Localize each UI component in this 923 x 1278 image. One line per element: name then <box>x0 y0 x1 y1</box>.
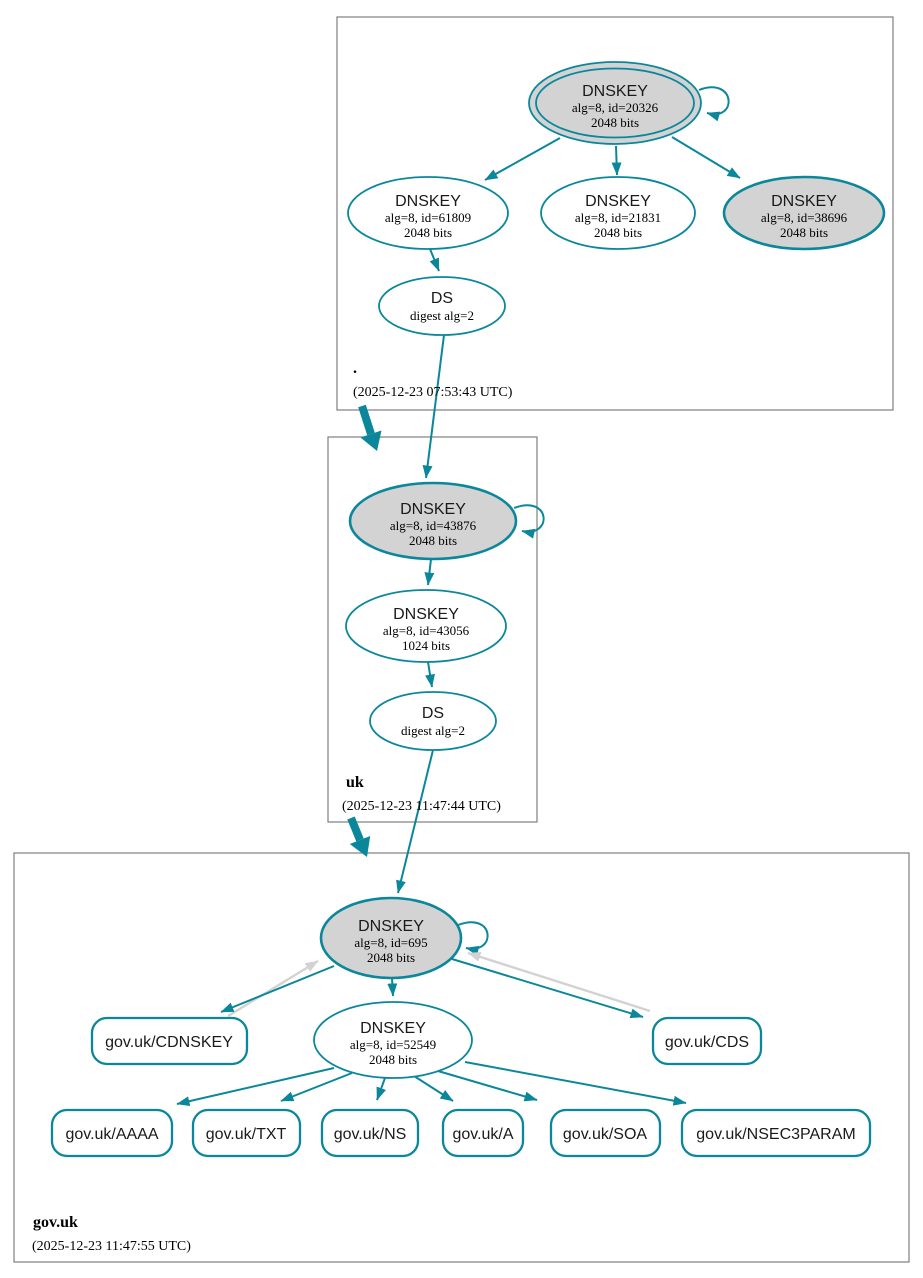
node-govuk-ksk-695[interactable]: DNSKEY alg=8, id=695 2048 bits <box>319 896 463 980</box>
zone-label-uk: uk <box>346 774 364 791</box>
node-root-ds[interactable]: DS digest alg=2 <box>378 276 506 336</box>
edge-zsk-to-aaaa <box>176 1067 335 1107</box>
rrset-label: gov.uk/SOA <box>563 1126 648 1143</box>
edge-cdnskey-to-ksk-gray <box>227 959 319 1018</box>
node-digest: digest alg=2 <box>401 723 465 738</box>
node-digest: digest alg=2 <box>410 308 474 323</box>
edge-root-ksk-selfloop <box>698 86 730 122</box>
node-title: DNSKEY <box>358 918 424 935</box>
node-govuk-nsec3param[interactable]: gov.uk/NSEC3PARAM <box>680 1108 872 1158</box>
edge-govuk-ksk-selfloop <box>457 921 489 956</box>
zone-label-govuk: gov.uk <box>33 1214 78 1231</box>
node-alg: alg=8, id=38696 <box>761 210 848 225</box>
node-alg: alg=8, id=61809 <box>385 210 471 225</box>
node-root-ksk-20326[interactable]: DNSKEY alg=8, id=20326 2048 bits <box>528 61 702 145</box>
edge-root-ksk-to-38696 <box>671 136 741 179</box>
node-alg: alg=8, id=43876 <box>390 518 477 533</box>
node-root-dnskey-21831[interactable]: DNSKEY alg=8, id=21831 2048 bits <box>540 176 696 250</box>
node-uk-dnskey-43056[interactable]: DNSKEY alg=8, id=43056 1024 bits <box>345 589 507 663</box>
edge-zsk-to-txt <box>280 1072 353 1102</box>
node-bits: 2048 bits <box>780 225 828 240</box>
rrset-label: gov.uk/A <box>452 1126 513 1143</box>
node-title: DNSKEY <box>400 501 466 518</box>
node-govuk-aaaa[interactable]: gov.uk/AAAA <box>50 1108 174 1158</box>
edge-uk-ds-to-govuk-ksk <box>396 749 434 894</box>
node-title: DS <box>431 290 453 307</box>
rrset-label: gov.uk/CDNSKEY <box>105 1034 233 1051</box>
node-bits: 1024 bits <box>402 638 450 653</box>
edge-zsk-to-a <box>413 1075 454 1102</box>
edge-zsk-to-ns <box>376 1077 386 1101</box>
edge-ksk-to-cds <box>451 958 644 1019</box>
zone-box-govuk <box>13 852 910 1263</box>
rrset-label: gov.uk/TXT <box>206 1126 287 1143</box>
edge-ksk-to-cdnskey <box>220 965 335 1013</box>
edge-root-ksk-to-21831 <box>611 145 622 176</box>
node-root-dnskey-61809[interactable]: DNSKEY alg=8, id=61809 2048 bits <box>347 176 509 250</box>
edge-zsk-to-nsec3param <box>464 1061 687 1106</box>
node-govuk-cds[interactable]: gov.uk/CDS <box>651 1016 763 1066</box>
node-root-dnskey-38696[interactable]: DNSKEY alg=8, id=38696 2048 bits <box>722 175 886 251</box>
edge-uk-zsk-to-ds <box>425 661 435 688</box>
node-title: DNSKEY <box>582 83 648 100</box>
node-alg: alg=8, id=52549 <box>350 1037 436 1052</box>
node-title: DNSKEY <box>360 1020 426 1037</box>
node-govuk-txt[interactable]: gov.uk/TXT <box>191 1108 302 1158</box>
edge-uk-ksk-to-zsk <box>424 558 435 586</box>
zone-label-root: . <box>353 360 357 377</box>
edge-zsk-to-soa <box>437 1070 538 1102</box>
node-govuk-a[interactable]: gov.uk/A <box>441 1108 525 1158</box>
node-govuk-dnskey-52549[interactable]: DNSKEY alg=8, id=52549 2048 bits <box>313 1001 473 1079</box>
node-bits: 2048 bits <box>591 115 639 130</box>
node-bits: 2048 bits <box>369 1052 417 1067</box>
edge-61809-to-ds <box>429 248 440 272</box>
rrset-label: gov.uk/NS <box>334 1126 407 1143</box>
node-govuk-ns[interactable]: gov.uk/NS <box>320 1108 420 1158</box>
rrset-label: gov.uk/NSEC3PARAM <box>696 1126 855 1143</box>
edge-uk-ksk-selfloop <box>513 504 545 539</box>
node-uk-ds[interactable]: DS digest alg=2 <box>369 691 497 751</box>
node-title: DNSKEY <box>395 193 461 210</box>
rrset-label: gov.uk/CDS <box>665 1034 749 1051</box>
delegation-arrow-uk-to-govuk <box>347 816 371 857</box>
node-alg: alg=8, id=43056 <box>383 623 470 638</box>
zone-timestamp-root: (2025-12-23 07:53:43 UTC) <box>353 385 513 400</box>
node-bits: 2048 bits <box>404 225 452 240</box>
node-bits: 2048 bits <box>367 950 415 965</box>
node-alg: alg=8, id=20326 <box>572 100 659 115</box>
zone-box-uk <box>327 436 538 823</box>
zone-box-root <box>336 16 894 411</box>
rrset-label: gov.uk/AAAA <box>65 1126 158 1143</box>
node-title: DS <box>422 705 444 722</box>
edge-root-ksk-to-61809 <box>484 137 561 181</box>
node-alg: alg=8, id=695 <box>354 935 427 950</box>
node-govuk-soa[interactable]: gov.uk/SOA <box>549 1108 662 1158</box>
node-title: DNSKEY <box>771 193 837 210</box>
node-alg: alg=8, id=21831 <box>575 210 661 225</box>
node-govuk-cdnskey[interactable]: gov.uk/CDNSKEY <box>90 1016 249 1066</box>
delegation-arrow-root-to-uk <box>358 404 382 451</box>
edge-root-ds-to-uk-ksk <box>422 334 445 479</box>
edge-cds-to-ksk-gray <box>467 951 651 1013</box>
zone-timestamp-govuk: (2025-12-23 11:47:55 UTC) <box>32 1239 191 1254</box>
node-title: DNSKEY <box>393 606 459 623</box>
edge-govuk-ksk-to-zsk <box>387 977 398 997</box>
node-uk-ksk-43876[interactable]: DNSKEY alg=8, id=43876 2048 bits <box>348 481 518 561</box>
node-bits: 2048 bits <box>409 533 457 548</box>
node-bits: 2048 bits <box>594 225 642 240</box>
node-title: DNSKEY <box>585 193 651 210</box>
zone-timestamp-uk: (2025-12-23 11:47:44 UTC) <box>342 799 501 814</box>
